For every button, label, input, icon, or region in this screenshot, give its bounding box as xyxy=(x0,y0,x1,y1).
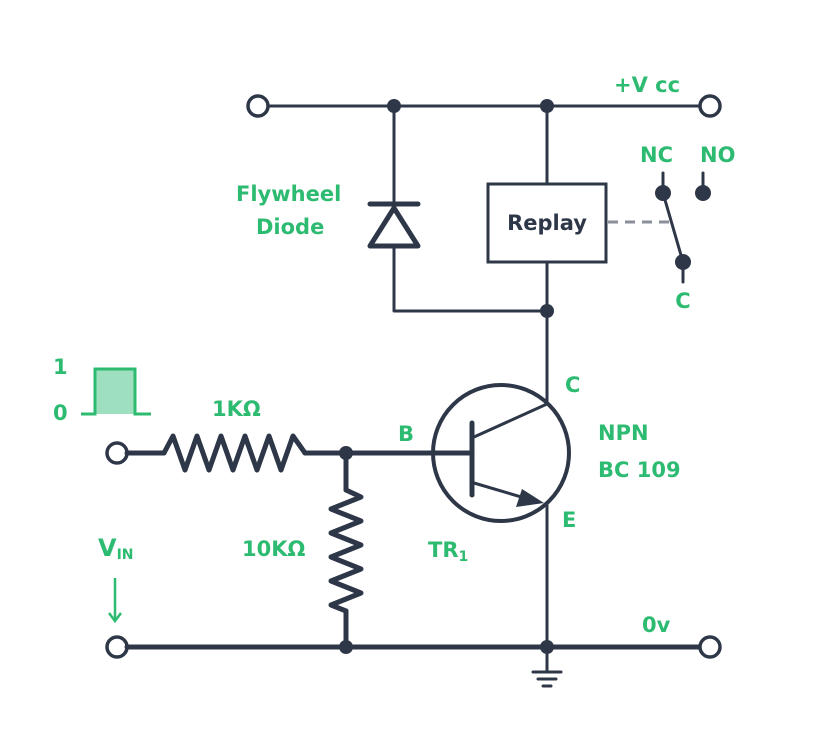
pulse-fill xyxy=(95,369,135,414)
relay-coil: Replay xyxy=(486,104,676,318)
transistor-part-label: BC 109 xyxy=(598,458,681,482)
relay-box xyxy=(486,182,608,264)
pulse-low-label: 0 xyxy=(53,401,68,425)
vin-sub: IN xyxy=(117,547,134,563)
flywheel-label-line1: Flywheel xyxy=(236,182,341,206)
vcc-left-terminal xyxy=(246,94,270,118)
nc-label: NC xyxy=(640,143,673,167)
transistor-collector-lead xyxy=(472,402,549,439)
relay-label: Replay xyxy=(507,211,587,235)
input-network: 1KΩ B 10KΩ xyxy=(105,397,475,650)
npn-transistor: C E NPN BC 109 TR1 xyxy=(428,373,681,649)
ground-rail: 0v xyxy=(105,613,722,688)
diode-triangle-icon xyxy=(367,205,421,249)
zero-v-terminal xyxy=(698,635,722,659)
vin-main: V xyxy=(98,534,117,562)
base-label: B xyxy=(398,422,414,446)
emitter-arrow-icon xyxy=(516,489,544,507)
vcc-rail: +V cc xyxy=(246,73,722,118)
emitter-label: E xyxy=(562,508,576,532)
input-pulse-waveform: 1 0 xyxy=(53,355,151,425)
r2-ground-junction xyxy=(339,640,353,654)
vin-terminal xyxy=(105,441,129,465)
vin-label: VIN xyxy=(98,534,134,563)
zero-v-label: 0v xyxy=(642,613,671,637)
vin-ground-terminal xyxy=(105,635,129,659)
diode-bottom-wire xyxy=(392,244,549,313)
no-contact xyxy=(695,185,711,201)
collector-label: C xyxy=(565,373,580,397)
pulse-high-label: 1 xyxy=(53,355,68,379)
ground-symbol-icon xyxy=(531,645,563,688)
relay-switch: NC NO C xyxy=(640,143,735,313)
transistor-ref-main: TR xyxy=(428,538,459,562)
r2-label: 10KΩ xyxy=(242,537,305,561)
vcc-label: +V cc xyxy=(614,73,680,97)
transistor-ref-label: TR1 xyxy=(428,538,468,565)
no-label: NO xyxy=(700,143,735,167)
transistor-ref-sub: 1 xyxy=(459,549,469,565)
resistor-1k xyxy=(161,433,308,473)
r1-label: 1KΩ xyxy=(212,397,261,421)
common-label: C xyxy=(675,289,690,313)
transistor-type-label: NPN xyxy=(598,421,649,445)
pulse-outline xyxy=(81,367,151,416)
vin-arrow-icon xyxy=(108,612,122,624)
vcc-right-terminal xyxy=(698,94,722,118)
flywheel-label-line2: Diode xyxy=(256,215,324,239)
switch-arm xyxy=(661,191,685,264)
flywheel-diode: Flywheel Diode xyxy=(236,104,549,313)
transistor-emitter-lead xyxy=(472,481,530,501)
resistor-10k xyxy=(328,487,364,614)
vin-indicator: VIN xyxy=(98,534,134,624)
